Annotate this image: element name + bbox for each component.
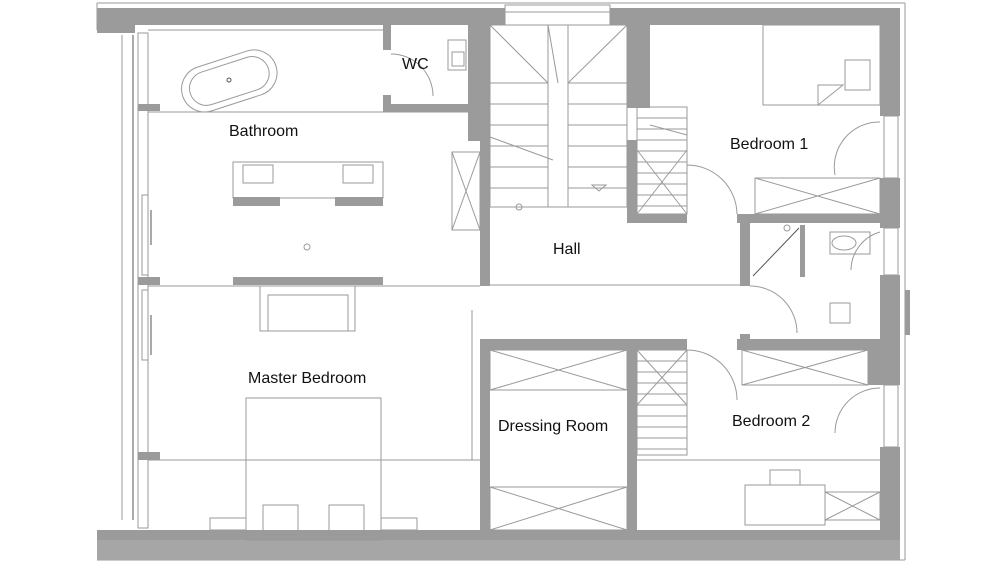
dressing-room-wardrobes — [489, 349, 628, 531]
wc-fixtures — [390, 39, 467, 97]
main-staircase — [489, 24, 687, 450]
bedroom2-furniture — [686, 349, 881, 526]
room-label-bedroom2: Bedroom 2 — [732, 413, 810, 430]
secondary-stairs-upper — [636, 106, 688, 215]
linen-cupboard — [451, 151, 481, 231]
room-label-bathroom: Bathroom — [229, 123, 298, 140]
bathtub — [181, 49, 278, 113]
room-label-wc: WC — [402, 56, 429, 73]
outer-outline — [96, 2, 906, 561]
bedroom1-furniture — [686, 24, 881, 215]
secondary-stairs-lower — [636, 349, 688, 456]
interior-lines — [148, 29, 880, 461]
room-label-hall: Hall — [553, 241, 581, 258]
walls — [97, 8, 910, 560]
right-windows — [883, 115, 899, 448]
room-label-bedroom1: Bedroom 1 — [730, 136, 808, 153]
room-label-master-bedroom: Master Bedroom — [248, 370, 366, 387]
left-windows — [137, 32, 149, 529]
ensuite-fixtures — [749, 224, 881, 334]
master-bedroom-furniture — [209, 285, 473, 541]
room-label-dressing-room: Dressing Room — [498, 418, 608, 435]
top-window — [504, 4, 611, 26]
vanity — [150, 161, 384, 355]
